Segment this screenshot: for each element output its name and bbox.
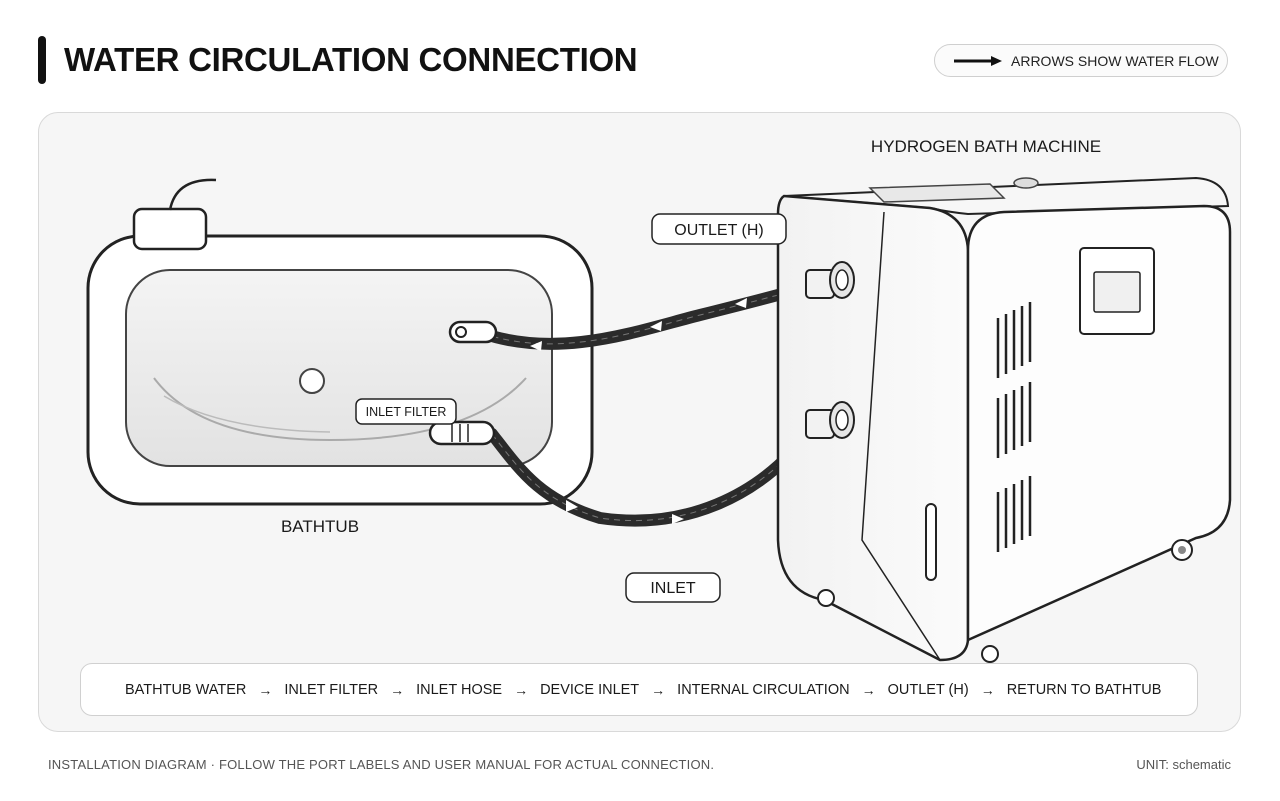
inlet-label-box <box>625 572 721 603</box>
footer-unit: UNIT: schematic <box>1136 757 1231 772</box>
inlet-filter <box>428 420 496 446</box>
faucet-spout-icon <box>168 178 217 211</box>
hydrogen-bath-machine <box>776 176 1232 663</box>
inlet-label: INLET <box>650 580 696 597</box>
flow-step: DEVICE INLET <box>540 681 640 698</box>
flow-step: OUTLET (H) <box>887 681 969 698</box>
inlet-filter-label: INLET FILTER <box>366 405 447 419</box>
machine-front <box>966 204 1232 642</box>
machine-side <box>776 194 970 662</box>
outlet-label: OUTLET (H) <box>674 222 763 239</box>
flow-arrow-icon <box>735 298 747 308</box>
side-slot <box>925 503 937 581</box>
nozzle-opening <box>455 326 467 338</box>
flow-step: INLET HOSE <box>416 681 503 698</box>
flow-arrow-icon <box>566 500 578 512</box>
flow-separator: → <box>980 681 995 698</box>
handle-recess <box>1093 271 1141 313</box>
machine-label: HYDROGEN BATH MACHINE <box>871 137 1101 156</box>
flow-separator: → <box>390 681 405 698</box>
flow-separator: → <box>514 681 529 698</box>
inlet-port <box>805 401 855 439</box>
flow-step: BATHTUB WATER <box>125 681 247 698</box>
outlet-port <box>805 261 855 299</box>
inlet-filter-label-box <box>355 398 457 425</box>
display-panel <box>868 183 1006 203</box>
flow-separator: → <box>861 681 876 698</box>
water-line-inner <box>163 395 331 433</box>
flow-separator: → <box>258 681 273 698</box>
flow-step: INTERNAL CIRCULATION <box>677 681 850 698</box>
outlet-label-box <box>651 213 787 245</box>
vent-grille <box>996 302 1032 552</box>
arrow-right-icon <box>954 55 1002 66</box>
inlet-hose <box>486 422 818 527</box>
power-knob-icon <box>1013 177 1039 189</box>
flow-step: RETURN TO BATHTUB <box>1006 681 1162 698</box>
bathtub-label: BATHTUB <box>281 517 359 536</box>
faucet-body <box>132 207 208 251</box>
caster-wheel-icon <box>1171 539 1193 561</box>
water-line <box>153 377 527 442</box>
flow-legend: ARROWS SHOW WATER FLOW <box>934 44 1228 77</box>
caster-wheel-icon <box>817 589 835 607</box>
flow-arrow-icon <box>650 321 662 331</box>
title-accent-bar <box>38 36 46 84</box>
flow-separator: → <box>651 681 666 698</box>
drain-icon <box>299 368 325 394</box>
machine-edge <box>861 211 941 661</box>
flow-arrow-icon <box>530 341 542 351</box>
footer-note: INSTALLATION DIAGRAM · FOLLOW THE PORT L… <box>48 757 715 772</box>
flow-sequence: BATHTUB WATER → INLET FILTER → INLET HOS… <box>80 663 1198 716</box>
caster-wheel-icon <box>981 645 999 663</box>
flow-arrow-icon <box>672 514 684 524</box>
flow-step: INLET FILTER <box>284 681 379 698</box>
page-title: WATER CIRCULATION CONNECTION <box>64 41 638 78</box>
flow-legend-text: ARROWS SHOW WATER FLOW <box>1011 52 1219 69</box>
